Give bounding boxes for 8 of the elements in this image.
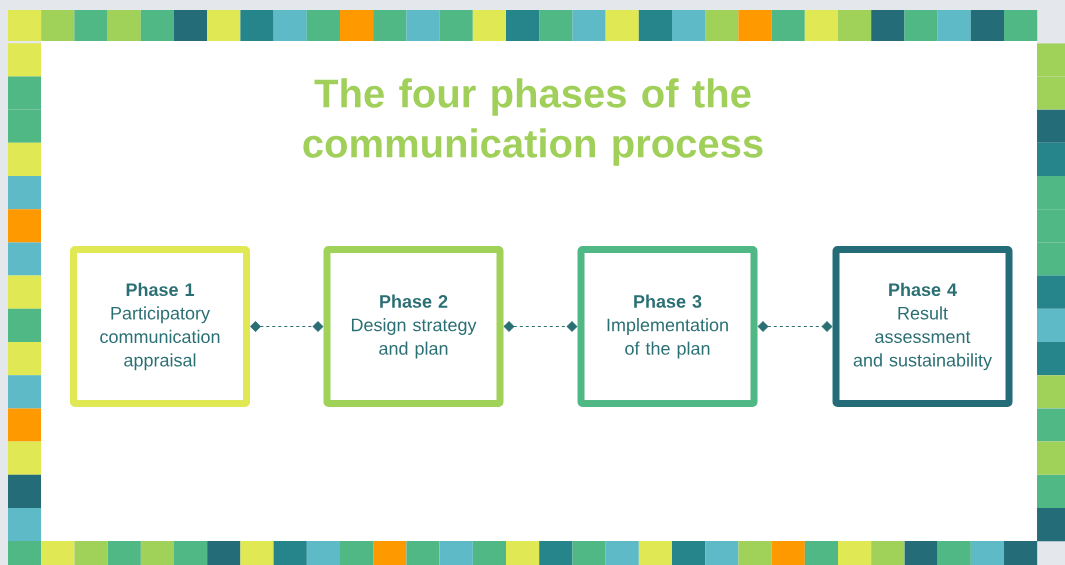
connector <box>757 321 833 332</box>
phase-box: Phase 1 Participatory communication appraisal <box>70 246 250 407</box>
phase-box: Phase 4 Result assessment and sustainability <box>832 246 1013 407</box>
title: The four phases of the communication process <box>303 78 763 166</box>
phase-box: Phase 2 Design strategy and plan <box>323 246 504 407</box>
connector <box>503 321 578 332</box>
connector <box>250 321 324 332</box>
phase-box: Phase 3 Implementation of the plan <box>577 246 758 407</box>
